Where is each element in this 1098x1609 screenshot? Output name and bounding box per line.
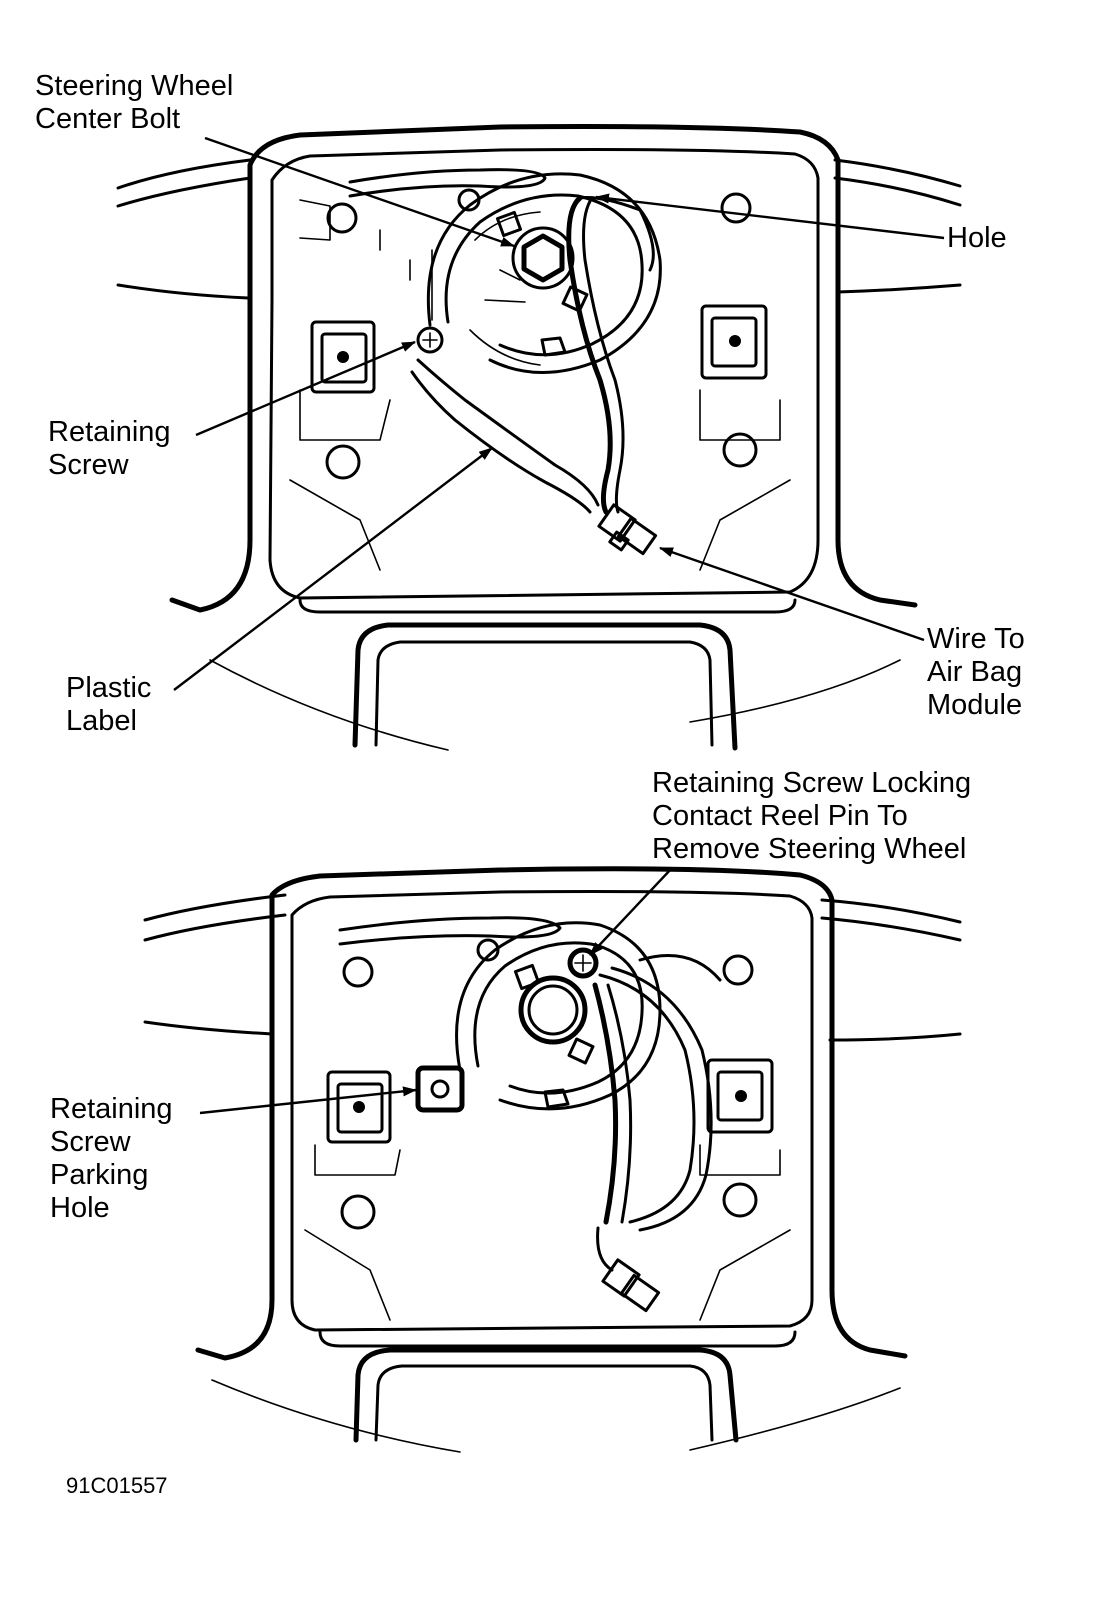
top-leader-lines <box>173 136 945 691</box>
label-line: Contact Reel Pin To <box>652 800 908 832</box>
label-line: Hole <box>947 222 1007 254</box>
label-line: Plastic <box>66 672 152 704</box>
bottom-steering-wheel <box>143 866 962 1453</box>
label-retaining-screw-parking-hole: Retaining Screw Parking Hole <box>50 1093 173 1225</box>
label-line: Screw <box>48 449 129 481</box>
bottom-leader-lines <box>199 867 673 1115</box>
label-line: Air Bag <box>927 656 1023 688</box>
label-line: Label <box>66 705 137 737</box>
label-steering-wheel-center-bolt: Steering Wheel Center Bolt <box>35 70 233 136</box>
label-line: Module <box>927 689 1023 721</box>
label-line: Center Bolt <box>35 103 181 135</box>
label-line: Remove Steering Wheel <box>652 833 967 865</box>
label-plastic-label: Plastic Label <box>66 672 151 738</box>
label-line: Hole <box>50 1192 110 1224</box>
label-hole: Hole <box>947 222 1007 255</box>
label-retaining-screw-locking-pin: Retaining Screw Locking Contact Reel Pin… <box>652 767 971 866</box>
label-wire-to-air-bag-module: Wire To Air Bag Module <box>927 623 1025 722</box>
label-line: Parking <box>50 1159 149 1191</box>
label-line: Retaining Screw Locking <box>652 767 972 799</box>
label-line: Retaining <box>50 1093 173 1125</box>
top-steering-wheel <box>116 124 962 751</box>
label-line: Retaining <box>48 416 171 448</box>
label-line: Screw <box>50 1126 131 1158</box>
label-line: Wire To <box>927 623 1025 655</box>
label-line: Steering Wheel <box>35 70 234 102</box>
label-retaining-screw: Retaining Screw <box>48 416 171 482</box>
diagram-code: 91C01557 <box>66 1473 168 1498</box>
